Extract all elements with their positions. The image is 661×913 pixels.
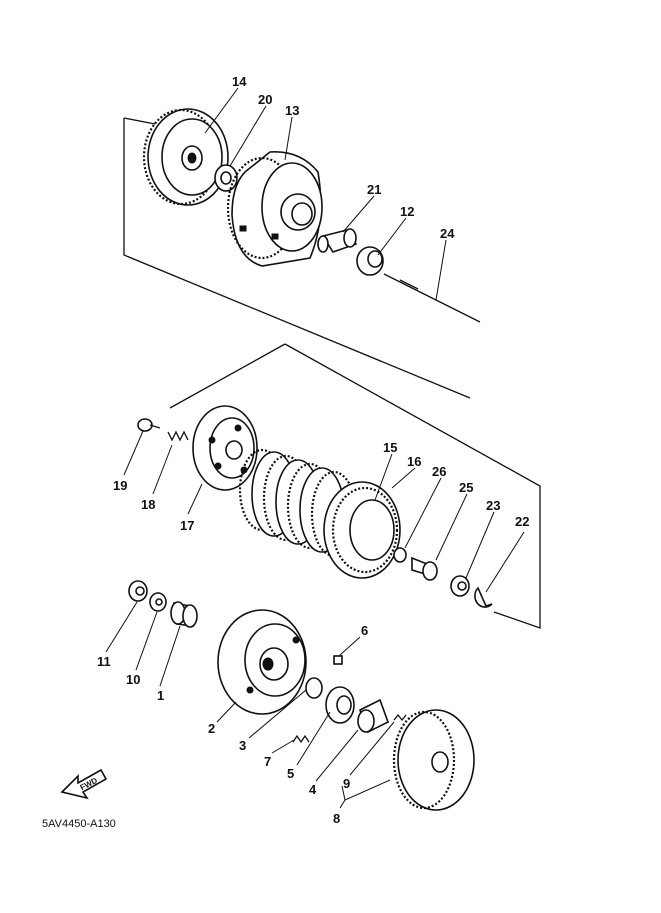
callout-24: 24: [440, 226, 455, 241]
one-way-clutch-5: [325, 686, 355, 724]
spring-9: [393, 713, 407, 722]
callout-2: 2: [208, 721, 215, 736]
callout-7: 7: [264, 754, 271, 769]
callout-3: 3: [239, 738, 246, 753]
drawing-code: 5AV4450-A130: [42, 818, 116, 830]
washer-20: [214, 164, 238, 192]
callout-5: 5: [287, 766, 294, 781]
callout-9: 9: [343, 776, 350, 791]
washer-3: [305, 677, 323, 699]
bolt-25: [411, 556, 438, 581]
spring-18: [167, 430, 189, 442]
spring-7: [292, 734, 310, 744]
callout-10: 10: [126, 672, 140, 687]
thrust-washer-12: [356, 246, 384, 276]
callout-labels: 14 20 13 21 12 24 19 18 17 15 16 26 25 2…: [97, 74, 529, 826]
callout-25: 25: [459, 480, 473, 495]
primary-driven-gear-8: [392, 709, 475, 811]
clutch-housing-13: [226, 151, 323, 267]
callout-6: 6: [361, 623, 368, 638]
washer-26: [393, 547, 407, 563]
clutch-boss-15: [323, 481, 401, 579]
pin-6: [333, 655, 343, 665]
assembly-boundary-lines: [123, 117, 541, 629]
nut-11: [128, 580, 148, 602]
callout-14: 14: [232, 74, 247, 89]
callout-23: 23: [486, 498, 500, 513]
washer-10: [149, 592, 167, 612]
pressure-plate-17: [192, 405, 258, 491]
callout-21: 21: [367, 182, 381, 197]
callout-4: 4: [309, 782, 317, 797]
friction-and-clutch-plates-stack: [238, 448, 358, 558]
leader-lines: [105, 87, 525, 809]
callout-12: 12: [400, 204, 414, 219]
bolt-19: [137, 418, 161, 432]
forward-arrow-icon: FWD: [60, 768, 108, 800]
callout-22: 22: [515, 514, 529, 529]
lock-washer-22: [474, 586, 493, 608]
callout-8: 8: [333, 811, 340, 826]
callout-20: 20: [258, 92, 272, 107]
collar-sleeve-21: [317, 228, 358, 253]
bearing-4: [357, 698, 389, 734]
callout-17: 17: [180, 518, 194, 533]
callout-15: 15: [383, 440, 397, 455]
callout-11: 11: [97, 654, 111, 669]
callout-18: 18: [141, 497, 155, 512]
callout-19: 19: [113, 478, 127, 493]
push-rod-24: [383, 273, 481, 323]
bearing-1: [170, 601, 198, 628]
callout-13: 13: [285, 103, 299, 118]
callout-1: 1: [157, 688, 164, 703]
clutch-carrier-2: [217, 609, 307, 715]
callout-16: 16: [407, 454, 421, 469]
primary-drive-gear-14: [142, 108, 229, 206]
callout-26: 26: [432, 464, 446, 479]
nut-23: [450, 575, 470, 597]
